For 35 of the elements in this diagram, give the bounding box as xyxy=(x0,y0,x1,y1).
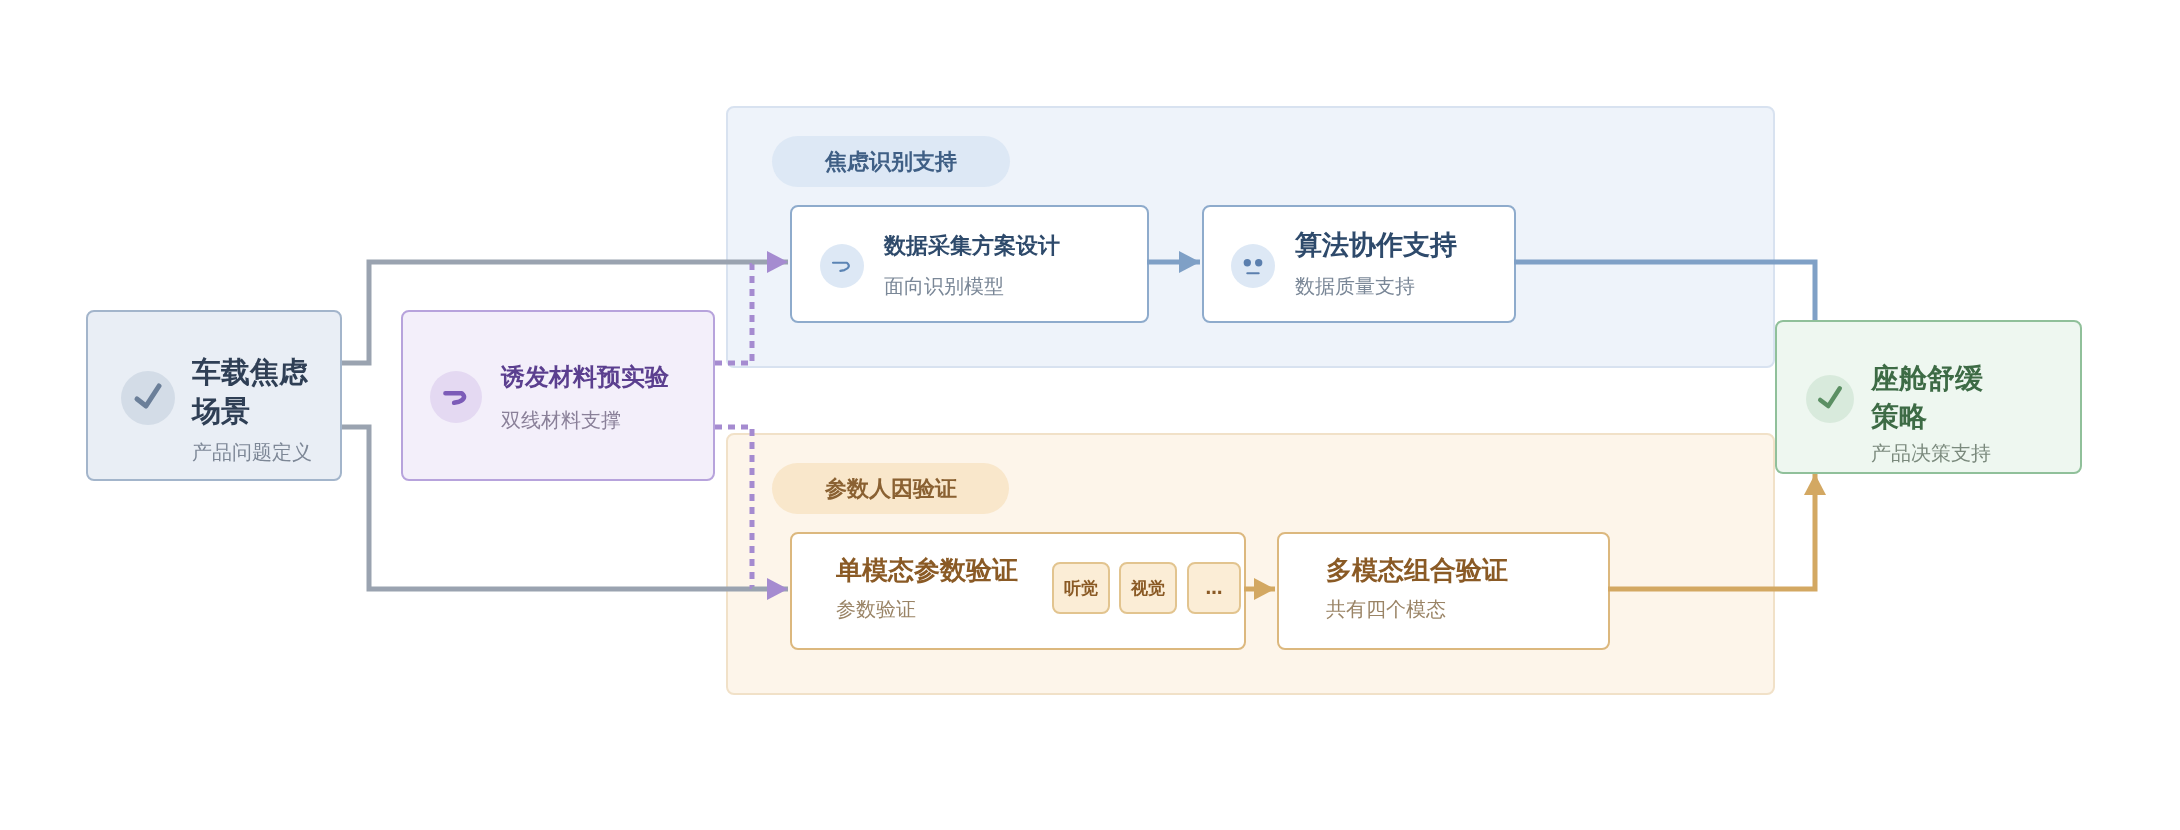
connector-line xyxy=(342,424,752,592)
node-title: 单模态参数验证 xyxy=(836,554,1018,587)
node-subtitle: 面向识别模型 xyxy=(884,273,1004,299)
node-subtitle: 产品问题定义 xyxy=(192,439,312,465)
dashed-line xyxy=(715,424,755,592)
group-panel xyxy=(726,106,1775,368)
node-subtitle: 数据质量支持 xyxy=(1295,273,1415,299)
arrow xyxy=(752,578,788,600)
node-subtitle: 产品决策支持 xyxy=(1871,440,1991,466)
group-heading: 焦虑识别支持 xyxy=(772,136,1010,187)
process-box xyxy=(790,205,1149,323)
process-box xyxy=(401,310,715,481)
modality-tag: … xyxy=(1187,562,1241,614)
node-title: 算法协作支持 xyxy=(1295,228,1457,262)
connector-line xyxy=(1514,259,1818,320)
process-box xyxy=(1277,532,1610,650)
process-box xyxy=(86,310,342,481)
node-title: 车载焦虑场景 xyxy=(192,354,309,430)
group-panel xyxy=(726,433,1775,695)
node-subtitle: 共有四个模态 xyxy=(1326,596,1446,622)
node-title: 多模态组合验证 xyxy=(1326,554,1508,587)
node-title: 诱发材料预实验 xyxy=(501,362,669,393)
process-box xyxy=(1202,205,1516,323)
process-box xyxy=(790,532,1246,650)
modality-tag: 视觉 xyxy=(1119,562,1177,614)
node-title: 座舱舒缓策略 xyxy=(1871,361,1984,435)
modality-tag: 听觉 xyxy=(1052,562,1110,614)
arrow xyxy=(1244,578,1275,600)
process-box xyxy=(1775,320,2082,474)
group-heading: 参数人因验证 xyxy=(772,463,1009,514)
node-title: 数据采集方案设计 xyxy=(884,232,1060,260)
arrow xyxy=(1147,251,1200,273)
node-subtitle: 双线材料支撑 xyxy=(501,407,621,433)
node-subtitle: 参数验证 xyxy=(836,596,916,622)
arrow xyxy=(1608,474,1826,592)
